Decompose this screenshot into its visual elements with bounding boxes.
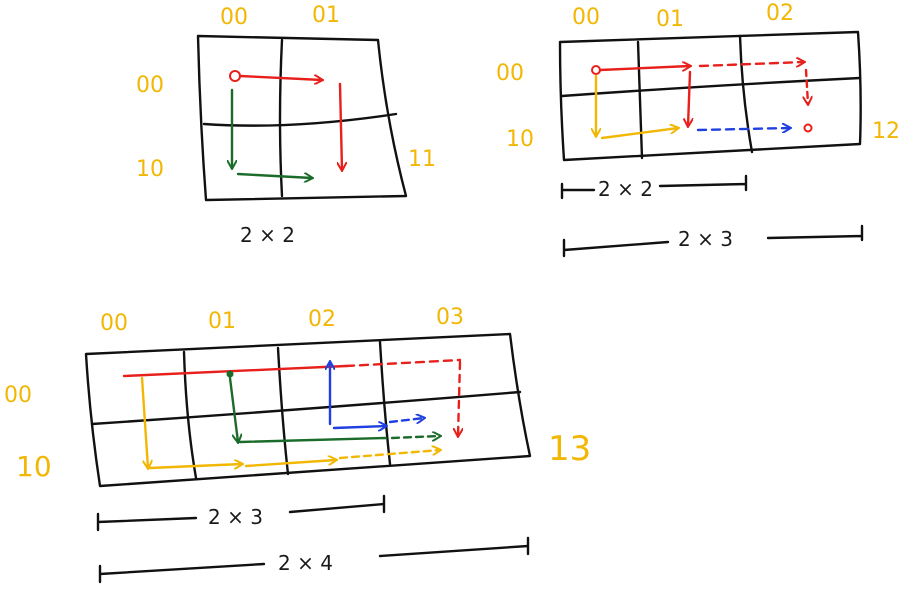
col-label-02: 02 <box>766 1 794 26</box>
corner-label-13: 13 <box>548 429 591 469</box>
arrow-red-dashed-right <box>698 62 804 66</box>
diagram-2x4: 00 01 02 03 00 10 13 2 × 3 2 × 4 <box>4 305 591 584</box>
arrow-red-down <box>340 82 342 170</box>
arrow-yellow-right <box>600 128 678 140</box>
col-label-00: 00 <box>220 5 248 30</box>
arrow-green-down <box>228 376 238 442</box>
arrow-red-dashed-down <box>806 68 808 104</box>
arrow-yellow-right-1 <box>148 464 242 468</box>
span-line-2x2 <box>560 174 748 200</box>
arrow-yellow-dashed-right <box>338 450 440 460</box>
end-point-red <box>803 123 813 133</box>
span-label-2x3: 2 × 3 <box>208 505 263 529</box>
diagram-2x2: 00 01 00 10 11 2 × 2 <box>136 3 436 247</box>
arrow-blue-dashed-right <box>388 418 424 422</box>
grid-2x3 <box>558 30 862 162</box>
start-point-red <box>229 70 241 82</box>
row-label-00: 00 <box>136 73 164 98</box>
col-label-01: 01 <box>656 7 684 32</box>
grid-2x2 <box>196 34 408 202</box>
arrow-green-dashed-right <box>390 436 440 438</box>
diagram-2x3: 00 01 02 00 10 12 2 × 2 2 × 3 <box>496 1 900 258</box>
row-label-10: 10 <box>16 450 52 483</box>
col-label-02: 02 <box>308 307 336 332</box>
col-label-00: 00 <box>572 5 600 30</box>
row-label-10: 10 <box>506 127 534 152</box>
span-line-2x4 <box>98 536 530 584</box>
row-label-00: 00 <box>4 383 32 408</box>
arrow-red-right <box>238 76 322 80</box>
span-label-2x4: 2 × 4 <box>278 551 333 575</box>
arrow-yellow-down <box>140 376 148 468</box>
arrow-red-right <box>598 66 690 70</box>
arrow-red-dashed-down <box>458 360 460 436</box>
col-label-00: 00 <box>100 311 128 336</box>
span-line-2x3 <box>562 224 864 258</box>
span-line-2x3 <box>96 494 386 532</box>
col-label-01: 01 <box>208 309 236 334</box>
span-label-2x3: 2 × 3 <box>678 227 733 251</box>
arrow-green-right <box>236 174 312 178</box>
corner-label-12: 12 <box>872 119 900 144</box>
caption-2x2: 2 × 2 <box>240 223 295 247</box>
corner-label-11: 11 <box>408 147 436 172</box>
start-point-green <box>226 370 234 378</box>
grid-2x4 <box>84 332 532 488</box>
row-label-10: 10 <box>136 157 164 182</box>
col-label-01: 01 <box>312 3 340 28</box>
arrow-red-right <box>122 364 348 378</box>
arrow-red-down <box>688 70 690 126</box>
arrow-yellow-right-2 <box>244 460 336 468</box>
row-label-00: 00 <box>496 61 524 86</box>
arrow-blue-right <box>332 426 386 428</box>
arrow-green-right <box>238 436 388 444</box>
arrow-blue-dashed-right <box>696 128 790 130</box>
arrow-red-dashed-right <box>344 358 462 368</box>
span-label-2x2: 2 × 2 <box>598 177 653 201</box>
col-label-03: 03 <box>436 305 464 330</box>
